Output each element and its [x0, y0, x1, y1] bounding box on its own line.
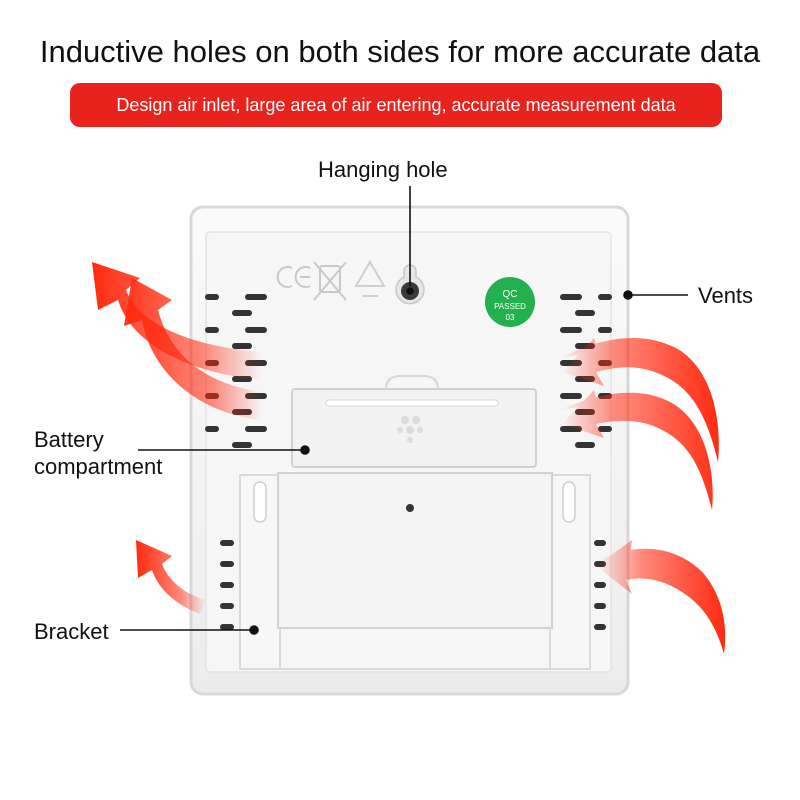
vent-slot — [205, 294, 219, 300]
bracket-label: Bracket — [34, 619, 109, 644]
qc-passed-badge: QC PASSED 03 — [485, 277, 535, 327]
ce-mark-icon — [276, 266, 311, 288]
vent-slot — [594, 603, 606, 609]
vent-slot — [598, 426, 612, 432]
airflow-arrow-left-1 — [92, 262, 262, 380]
battery-label-line1: Battery — [34, 427, 104, 452]
vent-slot — [594, 624, 606, 630]
vent-slot — [232, 442, 252, 448]
airflow-arrow-left-3 — [136, 540, 206, 614]
vent-slot — [598, 327, 612, 333]
vent-slot — [575, 442, 595, 448]
airflow-arrow-right-2 — [560, 390, 713, 510]
hanging-hole-label: Hanging hole — [318, 157, 448, 182]
airflow-arrow-right-1 — [560, 337, 719, 462]
vent-slot — [232, 310, 252, 316]
vent-slot — [220, 540, 234, 546]
vent-slot — [575, 310, 595, 316]
battery-lid-grip — [397, 416, 423, 443]
weee-bin-icon — [313, 261, 347, 301]
qc-line1: QC — [503, 289, 518, 300]
qc-line3: 03 — [506, 313, 515, 322]
vent-slot — [220, 603, 234, 609]
airflow-arrow-right-3 — [596, 540, 726, 654]
headline: Inductive holes on both sides for more a… — [39, 34, 761, 69]
vent-slot — [560, 393, 582, 399]
vent-slot — [245, 294, 267, 300]
qc-line2: PASSED — [494, 302, 526, 311]
vent-slot — [220, 624, 234, 630]
subtitle-banner: Design air inlet, large area of air ente… — [70, 83, 722, 127]
vent-slot — [560, 294, 582, 300]
vent-slot — [598, 294, 612, 300]
vent-slot — [245, 426, 267, 432]
callout-leader-lines — [120, 186, 688, 635]
vent-slot — [232, 343, 252, 349]
battery-label-line2: compartment — [34, 454, 163, 479]
vent-slot — [205, 426, 219, 432]
airflow-arrow-left-2 — [124, 278, 262, 420]
vent-slot — [245, 327, 267, 333]
vent-slot — [205, 327, 219, 333]
vent-slot — [560, 327, 582, 333]
battery-compartment — [291, 375, 537, 468]
airflow-arrows — [92, 262, 726, 654]
recycle-icon — [354, 260, 386, 297]
vent-slot — [594, 540, 606, 546]
vent-slot — [594, 582, 606, 588]
vent-slot — [220, 561, 234, 567]
vent-slot — [220, 582, 234, 588]
bracket — [239, 472, 591, 670]
battery-compartment-label: Battery compartment — [34, 426, 162, 480]
vents-label: Vents — [698, 283, 754, 308]
